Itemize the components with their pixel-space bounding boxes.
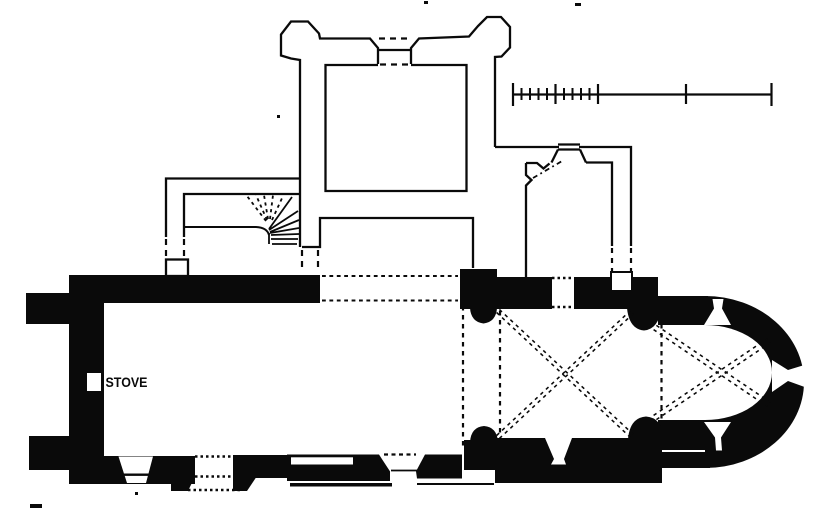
svg-text:STOVE: STOVE xyxy=(106,375,148,390)
